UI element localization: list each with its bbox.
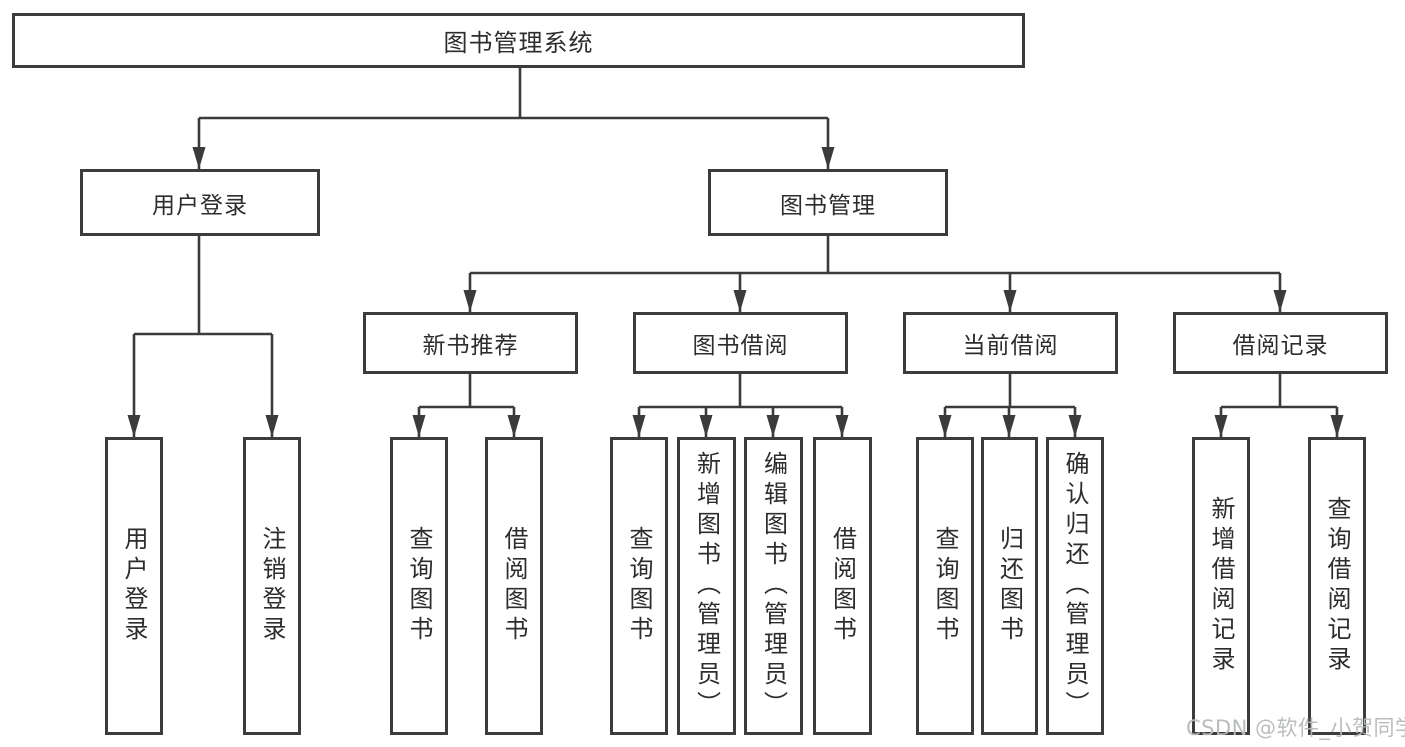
node-leaf-borrow-books-1: 借阅图书 xyxy=(485,437,543,735)
node-leaf-query-books-2: 查询图书 xyxy=(610,437,668,735)
node-book-management: 图书管理 xyxy=(708,169,948,236)
csdn-watermark: CSDN @软件_小贺同学 xyxy=(1186,716,1405,740)
node-leaf-user-login: 用户登录 xyxy=(105,437,163,735)
node-user-login: 用户登录 xyxy=(80,169,320,236)
node-leaf-query-books-1: 查询图书 xyxy=(390,437,448,735)
node-borrowing-records: 借阅记录 xyxy=(1173,312,1388,374)
node-leaf-edit-books-admin: 编辑图书（管理员） xyxy=(744,437,803,735)
node-current-borrowing: 当前借阅 xyxy=(903,312,1118,374)
node-library-system: 图书管理系统 xyxy=(12,13,1025,68)
node-leaf-confirm-return-admin: 确认归还（管理员） xyxy=(1046,437,1104,735)
node-book-borrowing: 图书借阅 xyxy=(633,312,848,374)
node-leaf-logout: 注销登录 xyxy=(243,437,301,735)
node-leaf-borrow-books-2: 借阅图书 xyxy=(813,437,872,735)
node-leaf-add-books-admin: 新增图书（管理员） xyxy=(677,437,736,735)
node-leaf-query-books-3: 查询图书 xyxy=(916,437,974,735)
node-leaf-return-books: 归还图书 xyxy=(981,437,1038,735)
node-leaf-add-borrow-record: 新增借阅记录 xyxy=(1192,437,1250,735)
node-new-book-recommendation: 新书推荐 xyxy=(363,312,578,374)
node-leaf-query-borrow-record: 查询借阅记录 xyxy=(1308,437,1366,735)
